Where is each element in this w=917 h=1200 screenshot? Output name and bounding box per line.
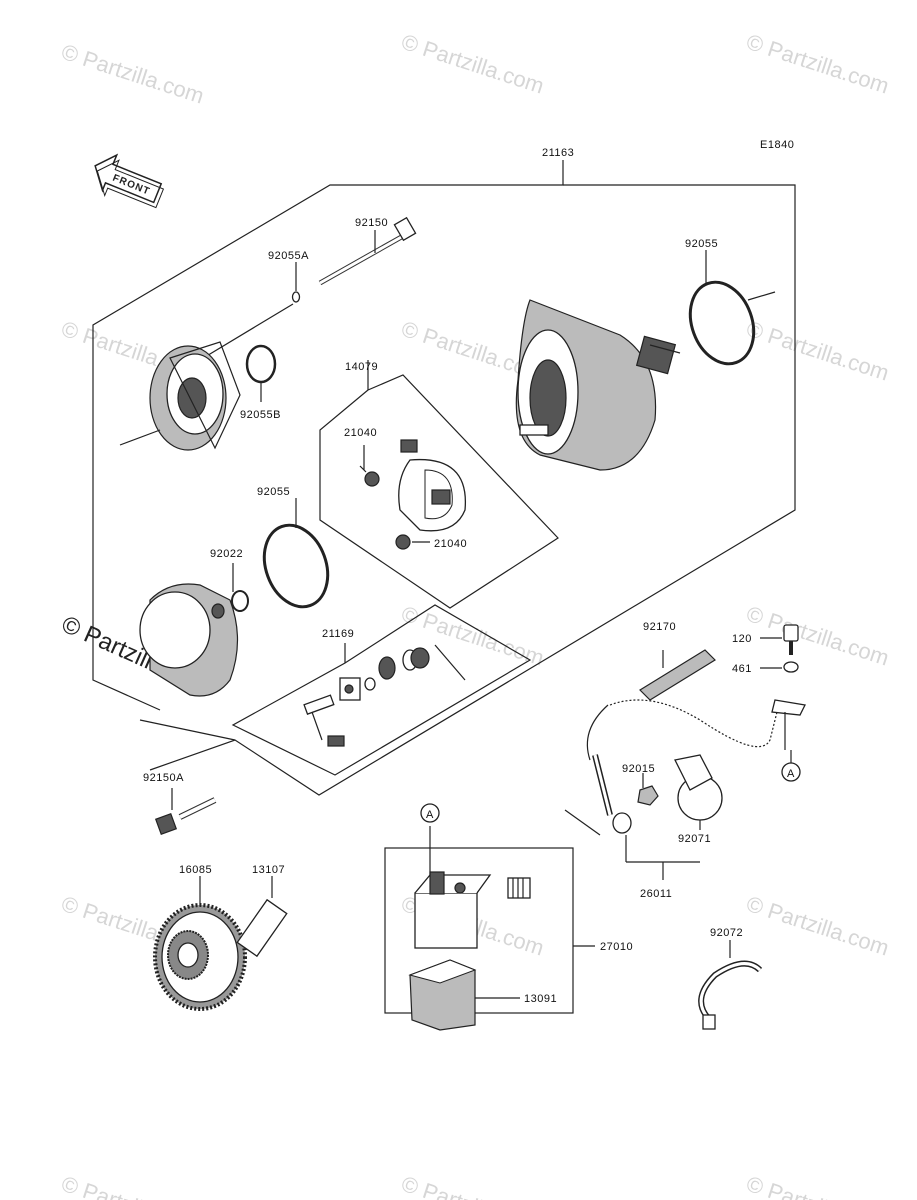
watermark: © Partzilla.com bbox=[398, 29, 547, 99]
o-ring-right-part bbox=[688, 250, 776, 366]
watermark: © Partzilla.com bbox=[743, 316, 892, 386]
part-label-21169: 21169 bbox=[322, 628, 354, 640]
watermark: © Partzilla.com bbox=[743, 891, 892, 961]
watermark: © Partzilla.com bbox=[58, 39, 207, 109]
callout-marker bbox=[420, 803, 440, 823]
part-label-92071: 92071 bbox=[678, 833, 711, 845]
part-label-21163: 21163 bbox=[542, 147, 574, 159]
o-ring-left-part bbox=[262, 498, 330, 609]
starter-motor-boundary bbox=[92, 160, 796, 796]
terminal-cap-part bbox=[674, 754, 723, 830]
part-label-120: 120 bbox=[732, 633, 752, 645]
part-label-13091: 13091 bbox=[524, 993, 557, 1005]
washer-part bbox=[231, 563, 249, 612]
terminal-washer-part bbox=[760, 661, 799, 673]
watermark: © Partzilla.com bbox=[398, 1171, 547, 1200]
watermark: © Partzilla.com bbox=[743, 1171, 892, 1200]
lead-strap-part bbox=[639, 649, 716, 701]
callout-marker-label: A bbox=[426, 809, 434, 821]
part-labels: 21163 92150 92055A 92055 92055B 14079 21… bbox=[143, 147, 752, 1005]
cable-band-part bbox=[698, 940, 763, 1030]
relay-cover-part bbox=[408, 959, 520, 1031]
part-label-92150A: 92150A bbox=[143, 772, 184, 784]
cable-nut-part bbox=[637, 773, 659, 806]
relay-boundary bbox=[384, 847, 595, 1014]
o-ring-b-part bbox=[245, 344, 277, 402]
terminal-kit-part bbox=[303, 644, 466, 747]
terminal-bolt-part bbox=[760, 624, 799, 655]
part-label-21040-top: 21040 bbox=[344, 427, 377, 439]
part-label-92072: 92072 bbox=[710, 927, 743, 939]
brush-holder-part bbox=[398, 439, 467, 532]
part-label-92150: 92150 bbox=[355, 217, 388, 229]
watermark: © Partzilla.com bbox=[743, 601, 892, 671]
diagram-code: E1840 bbox=[760, 139, 794, 151]
watermark: © Partzilla.com bbox=[743, 29, 892, 99]
callout-marker-label: A bbox=[787, 768, 795, 780]
fuse-part bbox=[507, 877, 531, 899]
terminal-kit-boundary bbox=[231, 604, 532, 776]
starter-relay-part: A bbox=[414, 803, 492, 949]
part-label-92055-right: 92055 bbox=[685, 238, 718, 250]
part-label-14079: 14079 bbox=[345, 361, 378, 373]
watermark: © Partzilla.com bbox=[58, 1171, 207, 1200]
front-arrow-icon: FRONT bbox=[94, 153, 165, 209]
starter-cable-part: A bbox=[564, 699, 806, 880]
through-bolt-part bbox=[318, 216, 417, 286]
starter-idle-gear-part bbox=[153, 876, 247, 1011]
brush-spring-bottom-part bbox=[395, 534, 430, 550]
bolt-a-part bbox=[154, 788, 217, 836]
brush-holder-boundary bbox=[319, 360, 559, 609]
brush-spring-top-part bbox=[359, 445, 380, 487]
part-label-92055A: 92055A bbox=[268, 250, 309, 262]
rear-cover-part bbox=[119, 341, 241, 451]
shaft-part bbox=[236, 876, 288, 958]
part-label-21040-bottom: 21040 bbox=[434, 538, 467, 550]
part-label-16085: 16085 bbox=[179, 864, 212, 876]
armature-yoke-part bbox=[515, 299, 681, 471]
part-label-13107: 13107 bbox=[252, 864, 285, 876]
part-label-26011: 26011 bbox=[640, 888, 672, 900]
part-label-92015: 92015 bbox=[622, 763, 655, 775]
part-label-92170: 92170 bbox=[643, 621, 676, 633]
part-label-461: 461 bbox=[732, 663, 752, 675]
part-label-92055-left: 92055 bbox=[257, 486, 290, 498]
part-label-27010: 27010 bbox=[600, 941, 633, 953]
part-label-92055B: 92055B bbox=[240, 409, 281, 421]
part-label-92022: 92022 bbox=[210, 548, 243, 560]
front-cover-part bbox=[139, 583, 239, 697]
small-o-ring-part bbox=[199, 262, 301, 361]
